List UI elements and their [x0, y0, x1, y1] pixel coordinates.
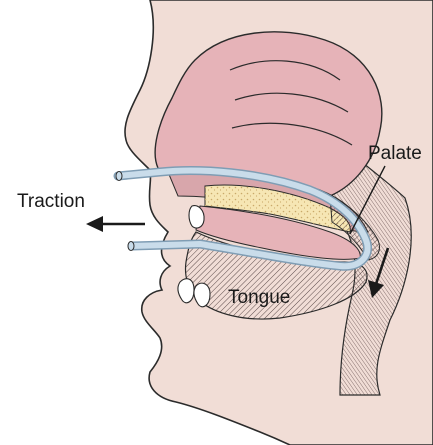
catheter-end-lower	[128, 242, 134, 251]
tongue-label: Tongue	[228, 288, 290, 307]
catheter-end-upper	[116, 172, 122, 181]
palate-label: Palate	[368, 144, 422, 163]
traction-label: Traction	[17, 192, 85, 211]
traction-arrow-icon	[86, 216, 145, 232]
